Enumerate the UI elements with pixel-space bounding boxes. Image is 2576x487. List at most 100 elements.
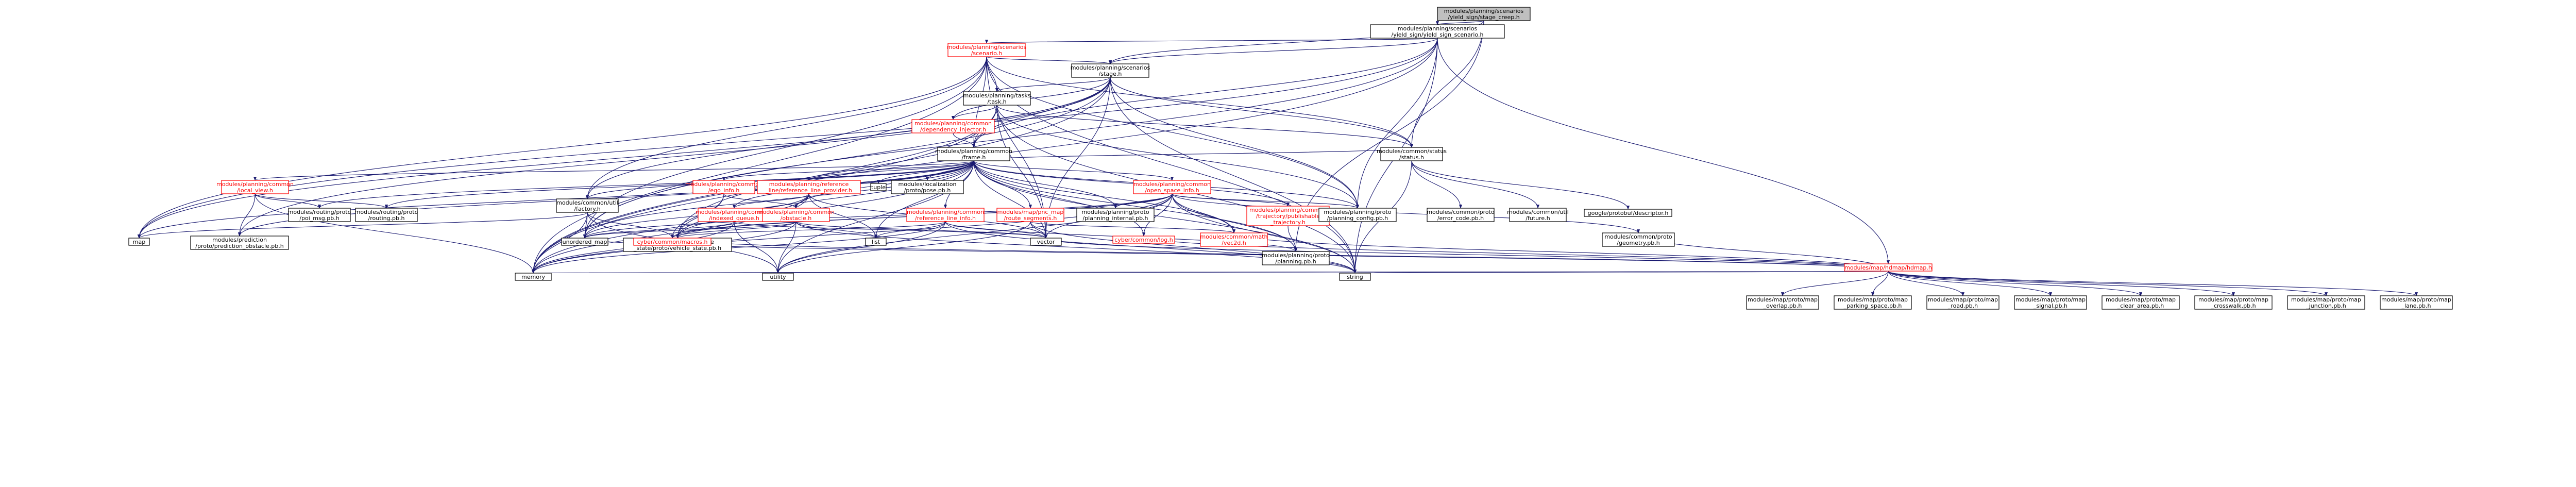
node-n44[interactable]: modules/map/proto/map_road.pb.h (1926, 295, 1999, 310)
node-n0[interactable]: modules/planning/scenarios/yield_sign/st… (1437, 7, 1531, 21)
node-box (1584, 209, 1672, 217)
node-n32[interactable]: memory (515, 273, 552, 281)
node-box (1926, 295, 1999, 310)
node-n34[interactable]: utility (762, 273, 794, 281)
edge-n9-n10 (255, 193, 321, 209)
node-n19[interactable]: modules/localization/proto/pose.pb.h (891, 180, 964, 194)
node-n31[interactable]: map (128, 238, 150, 246)
edge-n9-n32 (255, 193, 535, 274)
node-n11[interactable]: modules/routing/proto/routing.pb.h (355, 208, 418, 222)
node-n47[interactable]: modules/map/proto/map_crosswalk.pb.h (2194, 295, 2273, 310)
edge-n17-n34 (776, 221, 796, 274)
node-label: /obstacle.h (781, 215, 812, 222)
node-n25[interactable]: modules/planning/proto/planning_config.p… (1318, 208, 1397, 222)
node-n1[interactable]: modules/planning/scenarios/yield_sign/yi… (1370, 24, 1505, 39)
node-n33[interactable]: modules/prediction/proto/prediction_obst… (190, 236, 289, 250)
node-n39[interactable]: modules/planning/proto/planning.pb.h (1262, 251, 1330, 265)
node-label: vector (1037, 239, 1055, 245)
node-n43[interactable]: modules/map/proto/map_parking_space.pb.h (1834, 295, 1912, 310)
node-n35[interactable]: list (865, 238, 887, 246)
node-label: modules/common/util (1507, 209, 1569, 215)
node-label: modules/common/proto (1604, 233, 1672, 240)
edge-n8-n37 (1142, 236, 1889, 272)
node-n16[interactable]: modules/planning/common/indexed_queue.h (696, 208, 773, 222)
node-n37[interactable]: cyber/common/log.h (1112, 236, 1175, 244)
node-n40[interactable]: string (1339, 273, 1371, 281)
node-n20[interactable]: modules/planning/common/reference_line_i… (906, 208, 985, 222)
node-n27[interactable]: modules/common/util/future.h (1507, 208, 1569, 222)
edge-n13-n32 (531, 212, 588, 274)
node-label: modules/map/proto/map (2106, 296, 2176, 303)
edge-n24-n39 (1287, 225, 1298, 252)
node-n28[interactable]: google/protobuf/descriptor.h (1584, 209, 1672, 217)
node-label: modules/planning/common (914, 120, 992, 127)
node-n30[interactable]: unordered_map (561, 238, 608, 246)
node-label: /poi_msg.pb.h (299, 215, 339, 222)
node-label: modules/map/proto/map (1928, 296, 1998, 303)
edge-n1-n2 (986, 38, 1438, 44)
node-n5[interactable]: modules/planning/common/dependency_injec… (911, 119, 995, 133)
node-n41[interactable]: modules/common/proto/geometry.pb.h (1602, 232, 1675, 247)
edge-n6-n30 (583, 160, 974, 239)
edge-n8-n34 (777, 270, 1889, 274)
node-label: modules/map/hdmap/hdmap.h (1844, 264, 1932, 271)
node-label: /factory.h (574, 206, 600, 212)
node-label: string (1347, 274, 1363, 280)
edge-n4-n5 (951, 105, 997, 120)
node-label: _lane.pb.h (2401, 303, 2431, 309)
node-box (1246, 206, 1330, 226)
node-n36[interactable]: vector (1030, 238, 1062, 246)
node-label: modules/map/proto/map (2198, 296, 2268, 303)
node-n2[interactable]: modules/planning/scenarios/scenario.h (947, 43, 1027, 57)
node-n29[interactable]: cyber/common/macros.h (633, 238, 711, 246)
node-n10[interactable]: modules/routing/proto/poi_msg.pb.h (288, 208, 351, 222)
edge-n6-n12 (675, 160, 974, 239)
node-box (692, 180, 755, 194)
node-n9[interactable]: modules/planning/common/local_view.h (216, 180, 294, 194)
node-box (762, 208, 830, 222)
edge-n7-n26 (1411, 160, 1463, 209)
node-n24[interactable]: modules/planning/common/trajectory/publi… (1246, 206, 1330, 226)
edge-n6-n22 (973, 160, 1174, 181)
node-n23[interactable]: modules/planning/proto/planning_internal… (1076, 208, 1155, 222)
edge-n6-n35 (874, 160, 974, 239)
edge-n21-n40 (1030, 221, 1357, 274)
node-n7[interactable]: modules/common/status/status.h (1377, 147, 1447, 161)
node-n42[interactable]: modules/map/proto/map_overlap.pb.h (1746, 295, 1819, 310)
node-n13[interactable]: modules/common/util/factory.h (556, 198, 619, 213)
edge-n22-n30 (583, 193, 1173, 239)
node-label: /scenario.h (971, 50, 1003, 57)
node-n26[interactable]: modules/common/proto/error_code.pb.h (1427, 208, 1495, 222)
edge-n4-n7 (996, 105, 1413, 148)
edge-n0-n7 (1410, 20, 1484, 148)
node-label: _parking_space.pb.h (1843, 303, 1902, 309)
edge-n15-n16 (732, 193, 809, 209)
node-n45[interactable]: modules/map/proto/map_signal.pb.h (2014, 295, 2087, 310)
node-n4[interactable]: modules/planning/tasks/task.h (963, 91, 1031, 106)
node-box (515, 273, 552, 281)
node-n21[interactable]: modules/map/pnc_map/route_segments.h (996, 208, 1064, 222)
node-n38[interactable]: modules/common/math/vec2d.h (1200, 232, 1268, 247)
node-n48[interactable]: modules/map/proto/map_junction.pb.h (2287, 295, 2365, 310)
node-box (1133, 180, 1211, 194)
node-label: _signal.pb.h (2033, 303, 2067, 309)
node-box (2194, 295, 2273, 310)
node-n49[interactable]: modules/map/proto/map_lane.pb.h (2380, 295, 2453, 310)
node-n18[interactable]: tuple (870, 183, 887, 191)
node-n6[interactable]: modules/planning/common/frame.h (935, 147, 1012, 161)
edge-n16-n30 (583, 221, 735, 239)
edge-n2-n32 (531, 56, 987, 274)
node-n22[interactable]: modules/planning/common/open_space_info.… (1133, 180, 1211, 194)
node-label: modules/planning/tasks (963, 92, 1031, 99)
node-box (2102, 295, 2180, 310)
edge-n8-n43 (1871, 271, 1889, 296)
edge-n6-n38 (973, 160, 1236, 233)
edge-n6-n37 (973, 160, 1146, 237)
node-n8[interactable]: modules/map/hdmap/hdmap.h (1844, 263, 1933, 272)
node-n14[interactable]: modules/planning/common/ego_info.h (685, 180, 762, 194)
node-n3[interactable]: modules/planning/scenarios/stage.h (1071, 63, 1150, 78)
node-n46[interactable]: modules/map/proto/map_clear_area.pb.h (2102, 295, 2180, 310)
node-label: /local_view.h (237, 187, 273, 194)
node-n15[interactable]: modules/planning/reference_line/referenc… (757, 180, 861, 194)
node-n17[interactable]: modules/planning/common/obstacle.h (757, 208, 835, 222)
